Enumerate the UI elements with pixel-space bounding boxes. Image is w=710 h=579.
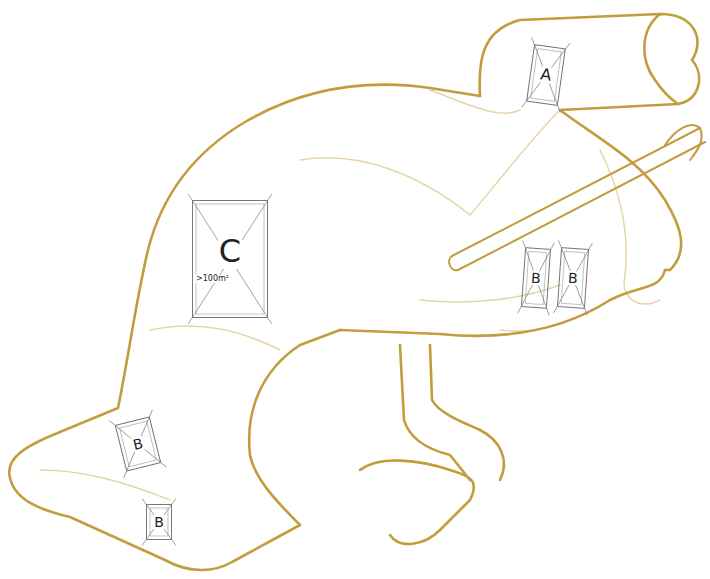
cross-line	[522, 38, 570, 113]
hand-bar	[458, 142, 705, 270]
box-inner	[525, 251, 547, 304]
box-inner	[150, 508, 168, 536]
box-inner	[561, 251, 585, 304]
area-letter: B	[567, 270, 580, 285]
torso-line	[470, 110, 560, 215]
area-size: >100m²	[195, 275, 230, 283]
box-border	[527, 45, 566, 106]
cross-line	[109, 410, 166, 478]
marked-area: B	[521, 247, 551, 309]
area-letter: C	[218, 235, 242, 269]
marked-area: B	[146, 504, 172, 540]
marked-area: B	[115, 416, 162, 471]
shin-line	[150, 326, 280, 350]
headrest-outline	[480, 14, 700, 110]
base	[480, 430, 504, 480]
hand-bar	[449, 256, 458, 270]
cross-line	[554, 241, 593, 316]
cross-line	[518, 241, 555, 316]
pedestal	[430, 345, 480, 430]
seat-outline	[340, 270, 665, 336]
cross-line	[142, 498, 176, 545]
cross-line	[518, 241, 555, 316]
area-letter: B	[153, 515, 165, 530]
marked-area: C >100m²	[192, 200, 268, 318]
area-letter: B	[530, 270, 543, 285]
cross-line	[142, 498, 176, 545]
thigh-line	[300, 158, 470, 215]
cross-line	[188, 194, 272, 324]
box-border	[557, 248, 588, 309]
base	[360, 461, 474, 545]
cross-line	[522, 38, 570, 113]
area-letter: A	[538, 66, 553, 84]
box-inner	[120, 421, 157, 467]
cross-line	[188, 194, 272, 324]
foot-sole	[10, 478, 300, 570]
hand	[665, 125, 702, 160]
pedestal	[400, 345, 470, 480]
box-border	[115, 417, 160, 471]
box-inner	[531, 49, 562, 102]
box-border	[521, 248, 550, 309]
shin-outline	[9, 85, 480, 478]
hand-bar	[452, 128, 700, 256]
headrest-outline	[644, 14, 678, 104]
arm-line	[600, 150, 660, 304]
marked-area: A	[526, 44, 566, 106]
box-inner	[196, 204, 264, 314]
cross-line	[109, 410, 166, 478]
torso-line	[430, 90, 520, 113]
calf-outline	[249, 330, 340, 525]
foot-line	[40, 470, 170, 500]
area-letter: B	[131, 435, 146, 452]
cross-line	[554, 241, 593, 316]
marked-area: B	[557, 247, 589, 309]
